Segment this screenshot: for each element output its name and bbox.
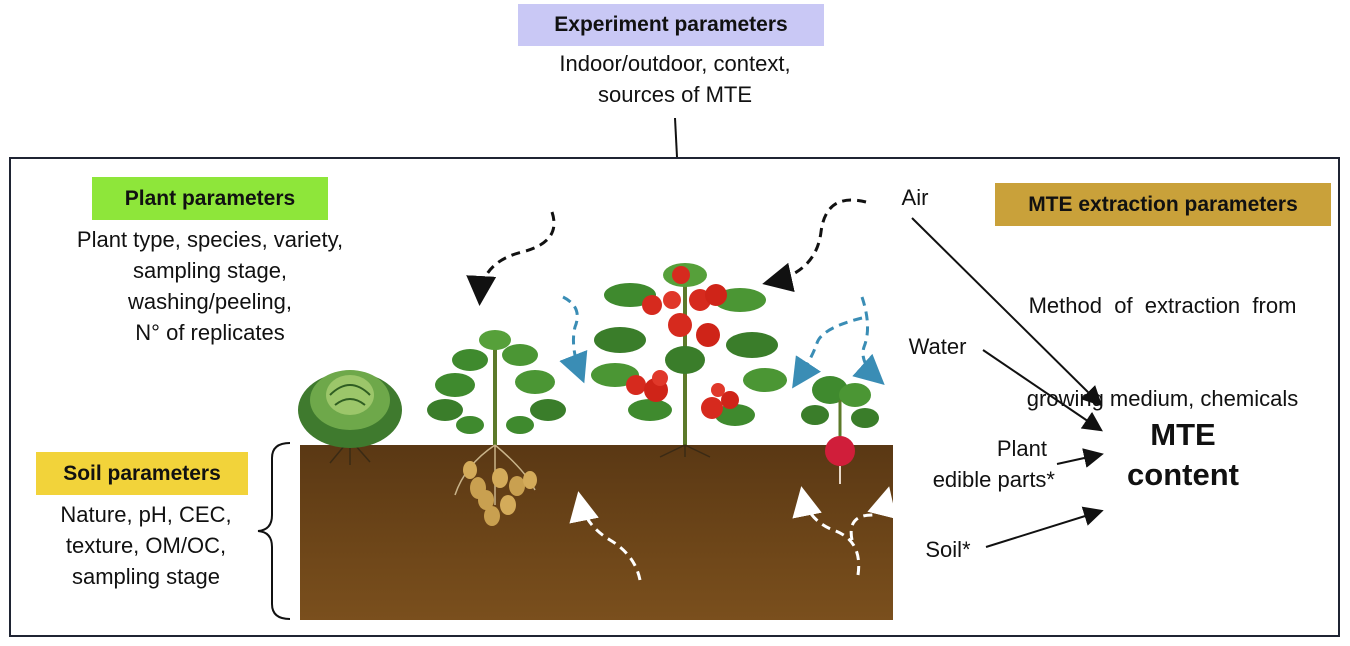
mte-content-line-2: content (1127, 457, 1239, 492)
air-arrow-left (466, 211, 556, 306)
diagram-frame (9, 157, 1340, 637)
soil-arrow-left (569, 491, 642, 581)
experiment-line-2: sources of MTE (597, 82, 753, 107)
plant-edible-parts-label: Plant edible parts* (893, 433, 1055, 495)
soil-bracket (257, 442, 291, 620)
potato-plant-illustration (427, 330, 566, 526)
soil-parameters-title: Soil parameters (36, 452, 248, 495)
experiment-parameters-title: Experiment parameters (518, 4, 824, 46)
experiment-parameters-text: Indoor/outdoor, context, sources of MTE (490, 48, 860, 110)
water-to-mte-arrow (982, 349, 1103, 432)
water-label: Water (908, 334, 967, 359)
plant-line-4: N° of replicates (135, 320, 285, 345)
plant-to-mte-arrow (1056, 448, 1104, 468)
soil-label: Soil* (925, 537, 971, 562)
soil-to-mte-arrow (985, 506, 1104, 548)
extraction-line-2: growing medium, chemicals (1026, 386, 1299, 411)
air-to-mte-arrow (911, 217, 1103, 407)
experiment-connector (674, 117, 678, 158)
plant-parameters-text: Plant type, species, variety, sampling s… (40, 224, 380, 348)
extraction-line-1: Method of extraction from (1028, 293, 1297, 318)
air-arrow-right (762, 198, 867, 293)
water-arrow-middle (792, 316, 863, 389)
soil-block (300, 445, 893, 620)
soil-line-1: Nature, pH, CEC, (60, 502, 232, 527)
extraction-parameters-title: MTE extraction parameters (995, 183, 1331, 226)
air-label: Air (901, 185, 929, 210)
experiment-line-1: Indoor/outdoor, context, (559, 51, 791, 76)
mte-content-line-1: MTE (1150, 417, 1216, 452)
soil-arrow-right-1 (792, 486, 861, 576)
plant-line-1: Plant type, species, variety, (76, 227, 344, 252)
tomato-plant-illustration (591, 263, 787, 458)
water-arrow-right (852, 296, 885, 386)
mte-content-result: MTE content (1108, 415, 1258, 495)
plant-line-2: sampling stage, (132, 258, 288, 283)
soil-line-3: sampling stage (72, 564, 220, 589)
plant-parameters-title: Plant parameters (92, 177, 328, 220)
plant-line-3: washing/peeling, (128, 289, 292, 314)
plant-label-line-2: edible parts* (932, 467, 1055, 492)
plant-label-line-1: Plant (996, 436, 1047, 461)
soil-arrow-right-2 (849, 486, 897, 541)
extraction-parameters-text: Method of extraction from growing medium… (990, 228, 1335, 445)
soil-line-2: texture, OM/OC, (65, 533, 227, 558)
water-arrow-left (559, 295, 588, 384)
lettuce-illustration (298, 370, 402, 465)
soil-parameters-text: Nature, pH, CEC, texture, OM/OC, samplin… (30, 499, 262, 592)
